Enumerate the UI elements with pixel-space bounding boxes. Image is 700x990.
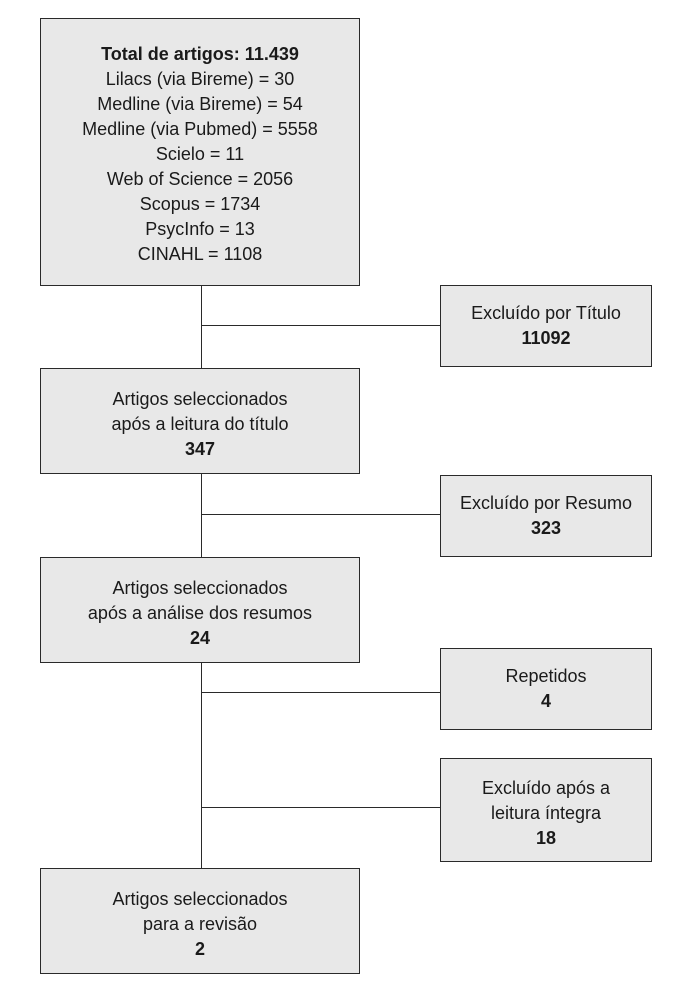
repeated-count: 4 bbox=[540, 691, 551, 711]
excluded-title-count: 11092 bbox=[521, 328, 571, 348]
connector-to-excluded-fulltext bbox=[201, 807, 440, 808]
selected-title-line1: Artigos seleccionados bbox=[112, 389, 288, 409]
excluded-title-label: Excluído por Título bbox=[471, 303, 621, 323]
selected-after-abstract-box: Artigos seleccionados após a análise dos… bbox=[40, 557, 360, 663]
selected-review-count: 2 bbox=[194, 939, 205, 959]
excluded-fulltext-line1: Excluído após a bbox=[481, 778, 611, 798]
selected-after-title-box: Artigos seleccionados após a leitura do … bbox=[40, 368, 360, 474]
excluded-abstract-label: Excluído por Resumo bbox=[459, 493, 633, 513]
selected-title-count: 347 bbox=[184, 439, 216, 459]
connector-to-excluded-abstract bbox=[201, 514, 440, 515]
excluded-fulltext-count: 18 bbox=[535, 828, 557, 848]
source-scopus: Scopus = 1734 bbox=[139, 194, 261, 214]
source-web-of-science: Web of Science = 2056 bbox=[106, 169, 294, 189]
excluded-abstract-count: 323 bbox=[530, 518, 562, 538]
excluded-by-title-box: Excluído por Título 11092 bbox=[440, 285, 652, 367]
connector-total-to-title bbox=[201, 286, 202, 368]
connector-to-repeated bbox=[201, 692, 440, 693]
total-articles-box: Total de artigos: 11.439 Lilacs (via Bir… bbox=[40, 18, 360, 286]
selected-abstract-line1: Artigos seleccionados bbox=[112, 578, 288, 598]
source-cinahl: CINAHL = 1108 bbox=[137, 244, 263, 264]
excluded-after-fulltext-box: Excluído após a leitura íntegra 18 bbox=[440, 758, 652, 862]
selected-title-line2: após a leitura do título bbox=[111, 414, 289, 434]
selected-abstract-count: 24 bbox=[189, 628, 211, 648]
source-medline-bireme: Medline (via Bireme) = 54 bbox=[97, 94, 303, 114]
source-scielo: Scielo = 11 bbox=[155, 144, 245, 164]
connector-to-excluded-title bbox=[201, 325, 440, 326]
source-medline-pubmed: Medline (via Pubmed) = 5558 bbox=[82, 119, 318, 139]
source-lilacs: Lilacs (via Bireme) = 30 bbox=[105, 69, 295, 89]
connector-abstract-to-review bbox=[201, 663, 202, 868]
excluded-fulltext-line2: leitura íntegra bbox=[490, 803, 602, 823]
excluded-by-abstract-box: Excluído por Resumo 323 bbox=[440, 475, 652, 557]
connector-title-to-abstract bbox=[201, 474, 202, 557]
total-articles-title: Total de artigos: 11.439 bbox=[101, 44, 299, 64]
selected-for-review-box: Artigos seleccionados para a revisão 2 bbox=[40, 868, 360, 974]
selected-abstract-line2: após a análise dos resumos bbox=[87, 603, 313, 623]
source-psycinfo: PsycInfo = 13 bbox=[145, 219, 255, 239]
repeated-label: Repetidos bbox=[505, 666, 587, 686]
selected-review-line2: para a revisão bbox=[142, 914, 258, 934]
selected-review-line1: Artigos seleccionados bbox=[112, 889, 288, 909]
repeated-box: Repetidos 4 bbox=[440, 648, 652, 730]
